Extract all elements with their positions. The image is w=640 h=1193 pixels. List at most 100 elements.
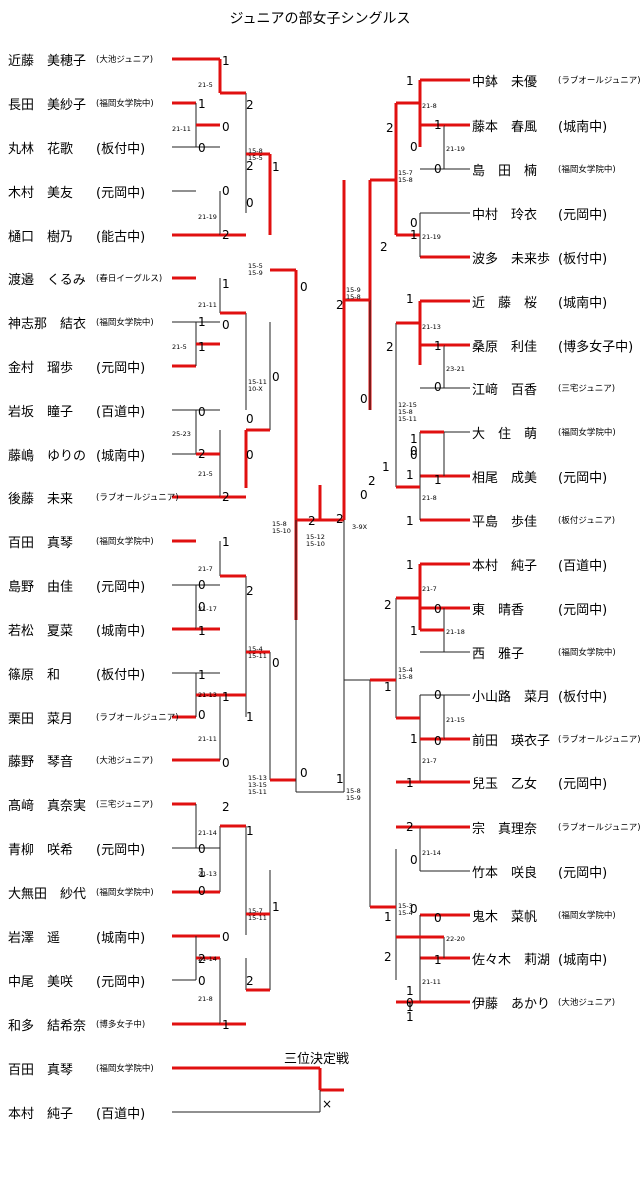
result-mark: 0 (198, 842, 206, 856)
result-mark: 1 (222, 535, 230, 549)
result-mark: 0 (434, 688, 442, 702)
result-mark: 1 (222, 690, 230, 704)
player-name: 相尾 成美 (472, 471, 538, 486)
result-mark: 0 (410, 448, 418, 462)
player-name: 近藤 美穂子 (8, 54, 87, 69)
result-mark: 0 (434, 162, 442, 176)
player-name: 中鉢 未優 (472, 75, 538, 90)
player-team: (福岡女学院中) (96, 537, 154, 547)
player-name: 桑原 利佳 (472, 340, 538, 355)
result-mark: 2 (222, 800, 230, 814)
player-name: 藤野 琴音 (8, 755, 74, 770)
result-mark: 1 (410, 432, 418, 446)
score-label: 21-11 (198, 735, 217, 743)
player-team: (ラブオールジュニア) (96, 713, 179, 723)
player-team: (元岡中) (96, 361, 146, 376)
result-mark: 1 (198, 340, 206, 354)
player-name: 栗田 菜月 (8, 712, 74, 727)
player-name: 中尾 美咲 (8, 975, 74, 990)
result-mark: 1 (198, 668, 206, 682)
player-name: 本村 純子 (8, 1107, 74, 1122)
result-mark: 1 (434, 118, 442, 132)
result-mark: 2 (406, 820, 414, 834)
player-name: 東 晴香 (472, 603, 525, 618)
result-mark: 2 (384, 598, 392, 612)
result-mark: 2 (380, 240, 388, 254)
result-mark: 0 (198, 600, 206, 614)
result-mark: 0 (198, 884, 206, 898)
player-name: 若松 夏菜 (8, 624, 74, 639)
score-label: 15-5 15-9 (248, 262, 263, 277)
score-label: 22-20 (446, 935, 465, 943)
player-name: 丸林 花歌 (8, 142, 74, 157)
player-name: 篠原 和 (8, 668, 61, 683)
player-team: (福岡女学院中) (558, 165, 616, 175)
player-name: 大無田 紗代 (8, 887, 87, 902)
player-name: 伊藤 あかり (472, 997, 551, 1012)
score-label: 12-15 15-8 15-11 (398, 401, 417, 423)
result-mark: 1 (406, 74, 414, 88)
result-mark: 0 (410, 140, 418, 154)
player-team: (元岡中) (558, 866, 608, 881)
result-mark: 1 (434, 339, 442, 353)
player-name: 中村 玲衣 (472, 208, 538, 223)
result-mark: 0 (434, 911, 442, 925)
score-label: 21-15 (446, 716, 465, 724)
player-team: (元岡中) (558, 208, 608, 223)
score-label: 21-14 (198, 829, 217, 837)
result-mark: 1 (410, 732, 418, 746)
result-mark: 1 (198, 866, 206, 880)
score-label: 21-19 (198, 213, 217, 221)
player-name: 藤本 春風 (472, 120, 538, 135)
result-mark: 0 (410, 902, 418, 916)
score-label: 15-7 15-8 (398, 169, 413, 184)
player-team: (板付中) (558, 252, 608, 267)
result-mark: 0 (222, 120, 230, 134)
result-mark: 0 (246, 196, 254, 210)
player-team: (城南中) (558, 953, 608, 968)
result-mark: 1 (406, 984, 414, 998)
player-name: 本村 純子 (472, 559, 538, 574)
score-label: 15-7 15-11 (248, 907, 267, 922)
result-mark: × (322, 1097, 333, 1111)
score-label: 21-18 (446, 628, 465, 636)
player-name: 西 雅子 (472, 647, 525, 662)
player-team: (元岡中) (96, 975, 146, 990)
result-mark: 0 (434, 734, 442, 748)
result-mark: 0 (198, 708, 206, 722)
player-team: (元岡中) (558, 603, 608, 618)
result-mark: 0 (198, 141, 206, 155)
result-mark: 2 (198, 447, 206, 461)
score-label: 15-8 15-5 (248, 147, 263, 162)
result-mark: 1 (384, 910, 392, 924)
player-team: (城南中) (96, 624, 146, 639)
result-mark: 1 (198, 315, 206, 329)
result-mark: 2 (246, 974, 254, 988)
result-mark: 1 (222, 277, 230, 291)
player-name: 小山路 菜月 (472, 690, 551, 705)
score-label: 21-17 (198, 605, 217, 613)
player-team: (博多女子中) (96, 1020, 146, 1030)
player-team: (城南中) (558, 296, 608, 311)
result-mark: 1 (246, 824, 254, 838)
result-mark: 1 (406, 468, 414, 482)
third-place-title: 三位決定戦 (284, 1052, 350, 1067)
player-name: 青柳 咲希 (8, 843, 74, 858)
score-label: 21-11 (422, 978, 441, 986)
player-team: (百道中) (96, 1107, 146, 1122)
score-label: 21-19 (446, 145, 465, 153)
score-label: 25-23 (172, 430, 191, 438)
player-name: 和多 結希奈 (8, 1019, 87, 1034)
score-label: 21-11 (198, 301, 217, 309)
player-name: 樋口 樹乃 (8, 230, 74, 245)
result-mark: 1 (410, 228, 418, 242)
score-label: 21-5 (198, 470, 213, 478)
score-label: 21-14 (422, 849, 441, 857)
score-label: 21-7 (422, 757, 437, 765)
player-team: (城南中) (96, 931, 146, 946)
result-mark: 1 (406, 514, 414, 528)
result-mark: 0 (198, 974, 206, 988)
result-mark: 0 (410, 216, 418, 230)
result-mark: 2 (246, 584, 254, 598)
result-mark: 2 (222, 228, 230, 242)
